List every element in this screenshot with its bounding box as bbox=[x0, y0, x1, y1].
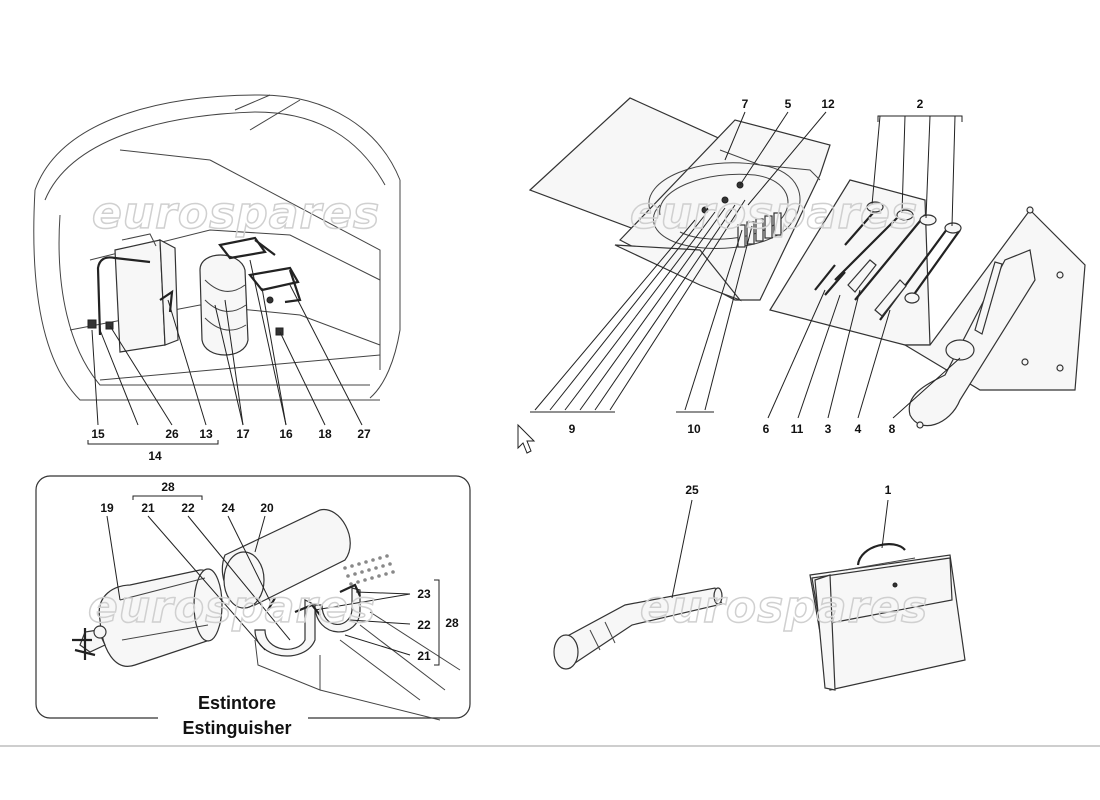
callout-label: 22 bbox=[417, 618, 431, 632]
callout-label: 3 bbox=[825, 422, 832, 436]
callout-label: 22 bbox=[181, 501, 195, 515]
callout-label: 16 bbox=[279, 427, 293, 441]
group-label: 14 bbox=[148, 449, 162, 463]
callout-label: 19 bbox=[100, 501, 114, 515]
callout-label: 17 bbox=[236, 427, 250, 441]
callout-label: 2 bbox=[917, 97, 924, 111]
callout-label: 20 bbox=[260, 501, 274, 515]
extinguisher-illustration bbox=[72, 495, 461, 721]
callout-label: 1 bbox=[885, 483, 892, 497]
watermark-group: eurospares eurospares eurospares eurospa… bbox=[87, 187, 928, 634]
callout-label: 13 bbox=[199, 427, 213, 441]
watermark: eurospares bbox=[640, 582, 928, 633]
callout-label: 9 bbox=[569, 422, 576, 436]
callout-label: 24 bbox=[221, 501, 235, 515]
group-label: 28 bbox=[161, 480, 175, 494]
torch-illustration bbox=[553, 499, 723, 670]
caption-english: Estinguisher bbox=[182, 718, 291, 738]
group-label: 28 bbox=[445, 616, 459, 630]
callout-label: 23 bbox=[417, 587, 431, 601]
callout-label: 7 bbox=[742, 97, 749, 111]
callout-label: 15 bbox=[91, 427, 105, 441]
watermark: eurospares bbox=[630, 188, 918, 239]
luggage-callouts: 15 26 13 17 16 18 27 14 bbox=[91, 427, 371, 463]
mouse-cursor-icon bbox=[517, 423, 536, 454]
watermark: eurospares bbox=[88, 582, 376, 633]
watermark: eurospares bbox=[92, 188, 380, 239]
callout-label: 11 bbox=[791, 422, 804, 436]
callout-label: 21 bbox=[141, 501, 155, 515]
tool-roll-callouts: 7 5 12 2 9 10 6 11 3 4 8 bbox=[569, 97, 924, 436]
callout-label: 5 bbox=[785, 97, 792, 111]
callout-label: 27 bbox=[357, 427, 371, 441]
callout-label: 12 bbox=[821, 97, 835, 111]
callout-label: 21 bbox=[417, 649, 431, 663]
callout-label: 10 bbox=[687, 422, 701, 436]
callout-label: 18 bbox=[318, 427, 332, 441]
callout-label: 25 bbox=[685, 483, 699, 497]
callout-label: 6 bbox=[763, 422, 770, 436]
callout-label: 8 bbox=[889, 422, 896, 436]
tool-roll-illustration bbox=[528, 97, 1086, 429]
caption-backdrop bbox=[158, 688, 308, 738]
luggage-compartment-illustration bbox=[33, 94, 401, 445]
caption-italian: Estintore bbox=[198, 693, 276, 713]
tool-bag-illustration bbox=[809, 499, 966, 691]
extinguisher-callouts: 19 21 22 24 20 23 22 21 28 28 Estintore … bbox=[100, 480, 459, 738]
callout-label: 4 bbox=[855, 422, 862, 436]
callout-label: 26 bbox=[165, 427, 179, 441]
